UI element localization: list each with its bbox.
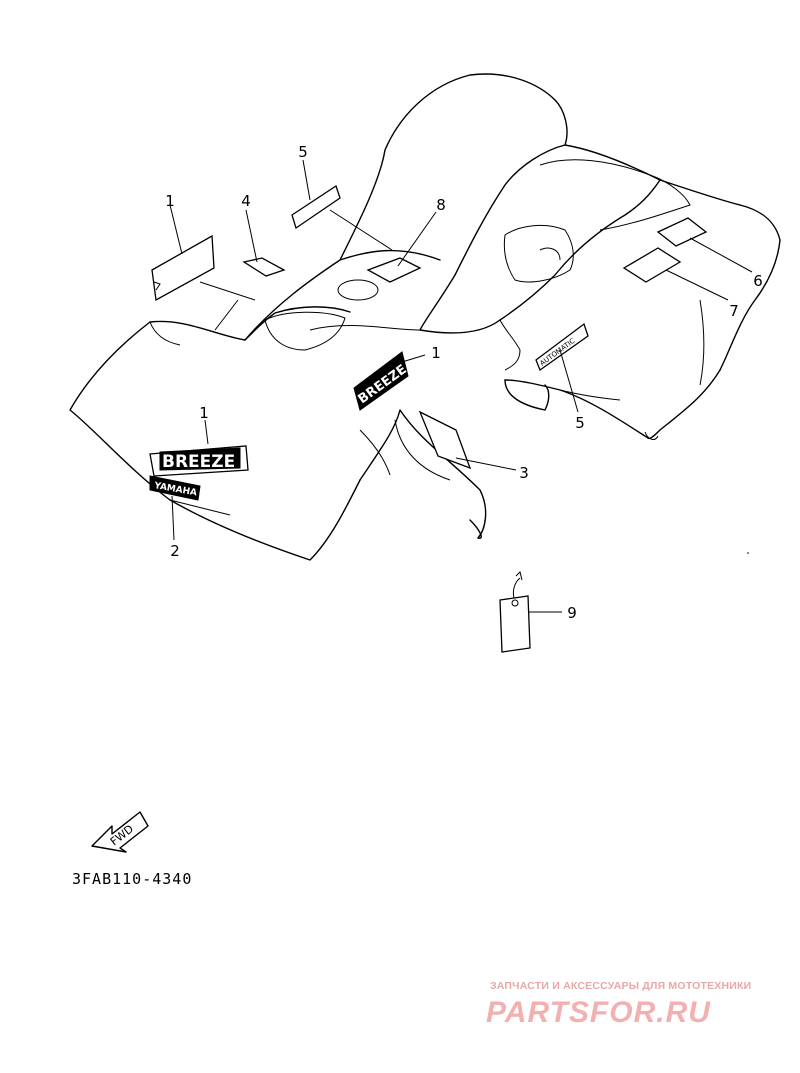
fender-body: [69, 73, 781, 561]
sticker-breeze-front: BREEZE: [149, 445, 249, 477]
sticker-breeze-side: BREEZE: [353, 351, 410, 411]
sticker-1-loose: [151, 234, 215, 302]
sticker-4: [242, 257, 286, 277]
sticker-3: [418, 410, 472, 470]
automatic-text: AUTOMATIC: [538, 337, 576, 368]
callout-3: 3: [519, 464, 529, 482]
callout-1: 1: [165, 192, 175, 210]
callout-1-front: 1: [199, 404, 209, 422]
callout-9: 9: [567, 604, 577, 622]
callout-4: 4: [241, 192, 251, 210]
leader-lines: [169, 159, 753, 613]
callout-numbers: 1 4 5 8 6 7 1 5 1 3 2 9: [165, 143, 763, 622]
stray-dot: [747, 552, 749, 554]
sticker-8: [366, 257, 422, 283]
sticker-5-loose: [291, 184, 341, 230]
watermark-logo: PARTSFOR.RU: [486, 996, 711, 1029]
sticker-7: [622, 247, 682, 283]
watermark-tagline: ЗАПЧАСТИ И АКСЕССУАРЫ ДЛЯ МОТОТЕХНИКИ: [490, 980, 752, 992]
part-code: 3FAB110-4340: [72, 870, 193, 888]
callout-5-side: 5: [575, 414, 585, 432]
callout-5: 5: [298, 143, 308, 161]
sticker-yamaha: YAMAHA: [149, 475, 201, 501]
callout-7: 7: [729, 302, 739, 320]
callout-1-side: 1: [431, 344, 441, 362]
callout-2: 2: [170, 542, 180, 560]
tag-9: [499, 571, 531, 653]
sticker-automatic: AUTOMATIC: [535, 322, 589, 372]
breeze-front-text: BREEZE: [162, 452, 235, 472]
fwd-arrow-icon: FWD: [91, 811, 149, 853]
callout-6: 6: [753, 272, 763, 290]
sticker-6: [656, 217, 708, 247]
callout-8: 8: [436, 196, 446, 214]
